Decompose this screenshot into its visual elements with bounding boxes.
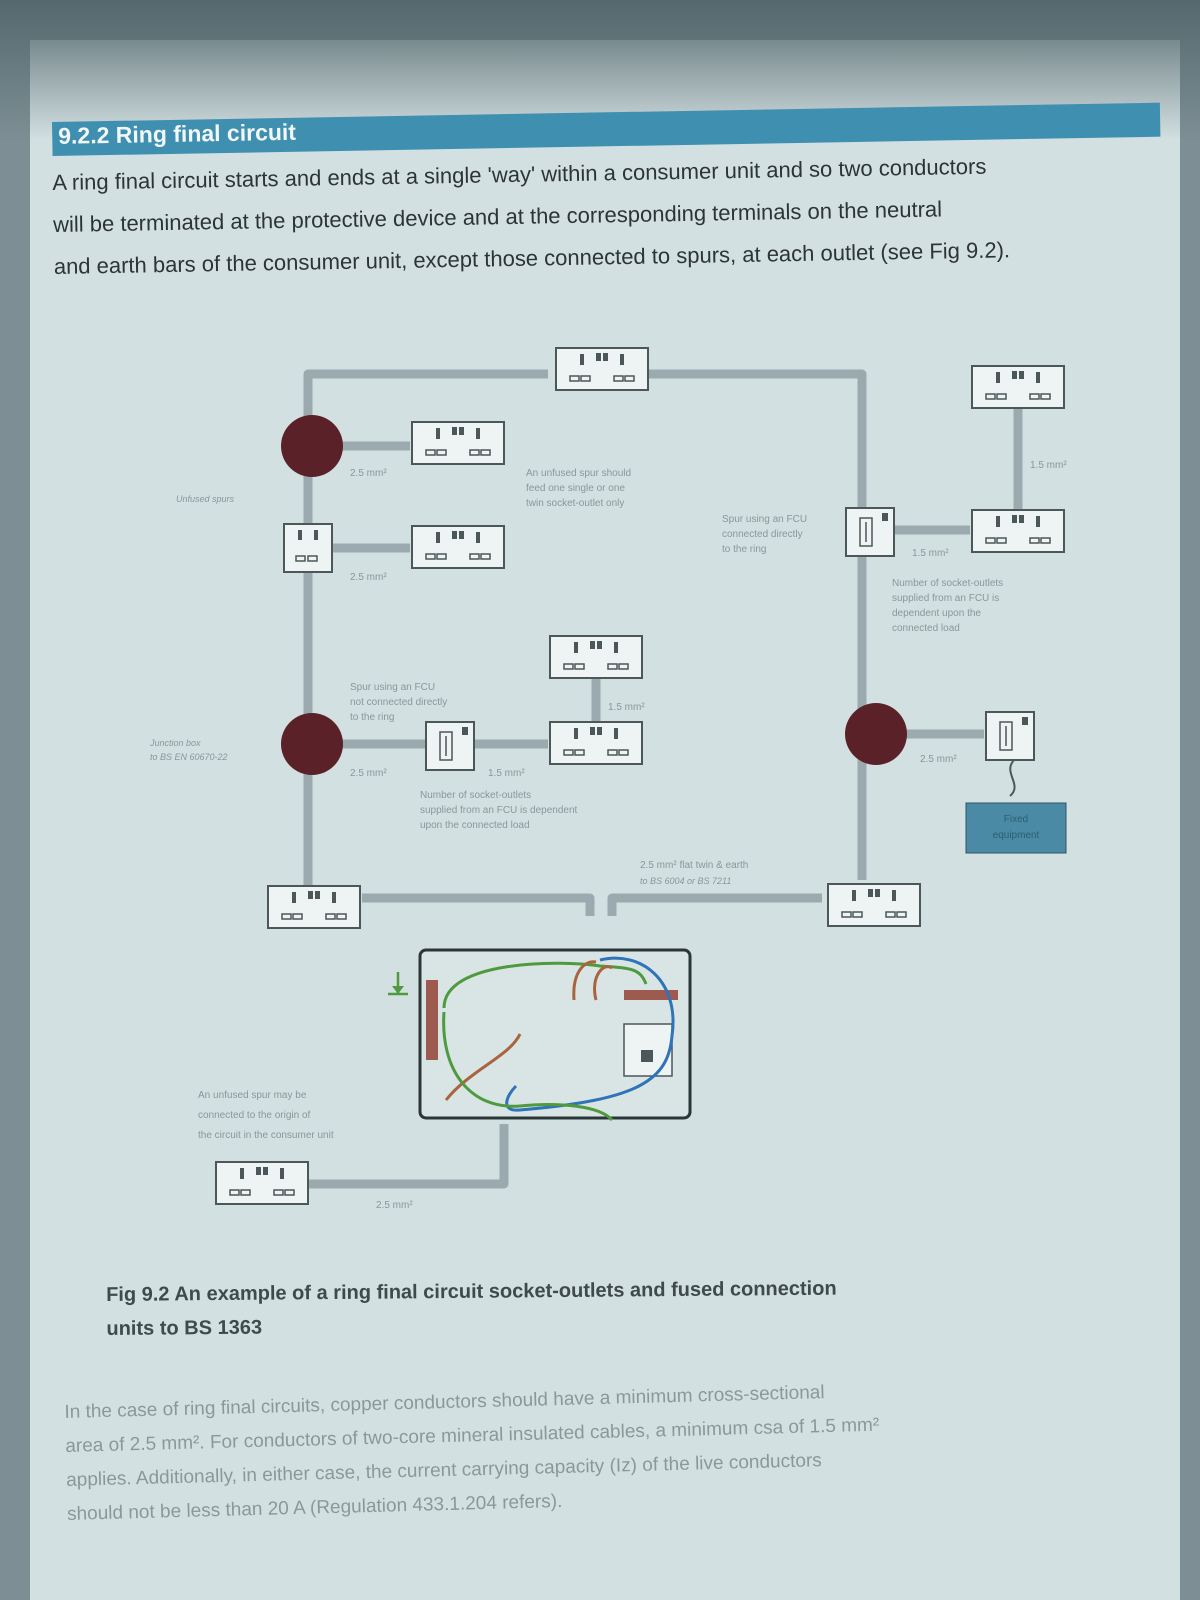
unfused-spur-note: An unfused spur should: [526, 468, 631, 479]
fcu-not-direct-note: to the ring: [350, 712, 394, 723]
consumer-unit: [418, 948, 692, 1122]
fcu-direct-note: to the ring: [722, 544, 766, 555]
unfused-spur-note: feed one single or one: [526, 483, 625, 494]
fcu-direct-note: Spur using an FCU: [722, 514, 807, 525]
body-paragraph: In the case of ring final circuits, copp…: [64, 1367, 1177, 1532]
single-socket-outlet: [283, 523, 333, 573]
fixed-equipment-label: equipment: [993, 830, 1040, 841]
csa-label: 2.5 mm²: [350, 468, 387, 479]
twin-socket-outlet: [267, 885, 361, 929]
twin-socket-outlet: [827, 883, 921, 927]
csa-label: 2.5 mm²: [350, 572, 387, 583]
origin-spur-note: connected to the origin of: [198, 1110, 311, 1121]
fcu-direct-note: connected directly: [722, 529, 803, 540]
sockets-fcu-note: supplied from an FCU is dependent: [420, 805, 578, 816]
fused-connection-unit: [845, 507, 895, 557]
csa-label: 2.5 mm²: [920, 754, 957, 765]
flex-cable: [1009, 757, 1017, 797]
junction-box-label: Junction box: [149, 738, 201, 748]
junction-box: [281, 415, 343, 477]
twin-socket-outlet: [411, 421, 505, 465]
unfused-spur-note: twin socket-outlet only: [526, 498, 624, 509]
junction-box-label: to BS EN 60670-22: [150, 752, 228, 762]
junction-box: [845, 703, 907, 765]
sockets-fcu-note: Number of socket-outlets: [420, 790, 531, 801]
csa-label: 2.5 mm²: [350, 768, 387, 779]
junction-box: [281, 713, 343, 775]
fixed-equipment-label: Fixed: [1004, 814, 1028, 825]
fcu-not-direct-note: not connected directly: [350, 697, 447, 708]
twin-socket-outlet: [215, 1161, 309, 1205]
cable-spec-note: 2.5 mm² flat twin & earth: [640, 860, 748, 871]
twin-socket-outlet: [555, 347, 649, 391]
cable-spec-note: to BS 6004 or BS 7211: [640, 876, 731, 886]
origin-spur-note: the circuit in the consumer unit: [198, 1130, 334, 1141]
csa-label: 2.5 mm²: [376, 1200, 413, 1211]
sockets-fcu-note: supplied from an FCU is: [892, 593, 999, 604]
csa-label: 1.5 mm²: [608, 702, 645, 713]
twin-socket-outlet: [971, 365, 1065, 409]
earth-symbol: [388, 972, 408, 996]
fused-connection-unit: [985, 711, 1035, 761]
sockets-fcu-note: connected load: [892, 623, 960, 634]
csa-label: 1.5 mm²: [912, 548, 949, 559]
sockets-fcu-note: Number of socket-outlets: [892, 578, 1003, 589]
sockets-fcu-note: dependent upon the: [892, 608, 981, 619]
twin-socket-outlet: [549, 635, 643, 679]
twin-socket-outlet: [971, 509, 1065, 553]
csa-label: 1.5 mm²: [1030, 460, 1067, 471]
fcu-not-direct-note: Spur using an FCU: [350, 682, 435, 693]
csa-label: 1.5 mm²: [488, 768, 525, 779]
unfused-spurs-label: Unfused spurs: [176, 494, 235, 504]
twin-socket-outlet: [411, 525, 505, 569]
fixed-equipment-box: [965, 802, 1067, 854]
fused-connection-unit: [425, 721, 475, 771]
figure-caption: Fig 9.2 An example of a ring final circu…: [106, 1269, 1107, 1346]
twin-socket-outlet: [549, 721, 643, 765]
origin-spur-note: An unfused spur may be: [198, 1090, 307, 1101]
sockets-fcu-note: upon the connected load: [420, 820, 530, 831]
